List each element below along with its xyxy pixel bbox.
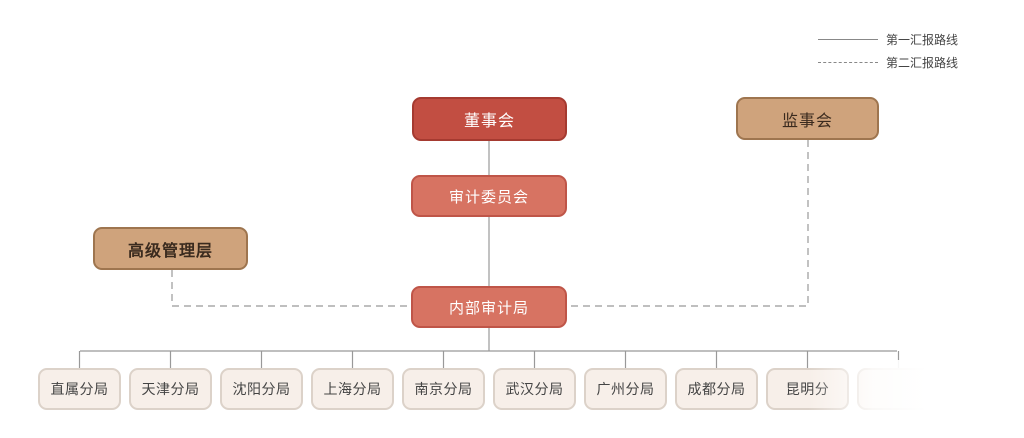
line-management-audit: [171, 270, 411, 307]
audit-committee-node: 审计委员会: [411, 175, 567, 217]
legend-dashed-line-icon: [818, 61, 878, 63]
node-label: 高级管理层: [127, 240, 213, 260]
senior-management-node: 高级管理层: [93, 227, 248, 270]
legend-item-second-line: 第二汇报路线: [818, 55, 959, 70]
legend-label: 第二汇报路线: [886, 55, 959, 70]
board-of-supervisors-node: 监事会: [736, 97, 879, 140]
branch-label: 广州分局: [596, 382, 655, 398]
branch-label: 南京分局: [414, 382, 473, 398]
branch-node: 直属分局: [38, 368, 121, 410]
legend-item-first-line: 第一汇报路线: [818, 32, 959, 47]
fade-overlay: [808, 360, 1024, 420]
legend-label: 第一汇报路线: [886, 32, 959, 47]
branch-node: 天津分局: [129, 368, 212, 410]
branch-drop-lines: [78, 351, 900, 368]
branch-label: 上海分局: [323, 382, 382, 398]
node-label: 董事会: [463, 111, 515, 130]
branch-label: 天津分局: [141, 382, 200, 398]
node-label: 监事会: [781, 110, 833, 130]
node-label: 审计委员会: [448, 187, 529, 206]
branch-node: 成都分局: [675, 368, 758, 410]
board-of-directors-node: 董事会: [412, 97, 567, 141]
line-supervisors-audit: [567, 140, 809, 307]
node-label: 内部审计局: [448, 298, 529, 317]
branch-node: 广州分局: [584, 368, 667, 410]
branch-label: 武汉分局: [505, 382, 564, 398]
branch-node: 南京分局: [402, 368, 485, 410]
branch-label: 成都分局: [687, 382, 746, 398]
branch-label: 沈阳分局: [232, 382, 291, 398]
branch-label: 直属分局: [50, 382, 109, 398]
branch-node: 武汉分局: [493, 368, 576, 410]
branch-node: 上海分局: [311, 368, 394, 410]
internal-audit-bureau-node: 内部审计局: [411, 286, 567, 328]
branch-node: 沈阳分局: [220, 368, 303, 410]
legend-solid-line-icon: [818, 38, 878, 40]
